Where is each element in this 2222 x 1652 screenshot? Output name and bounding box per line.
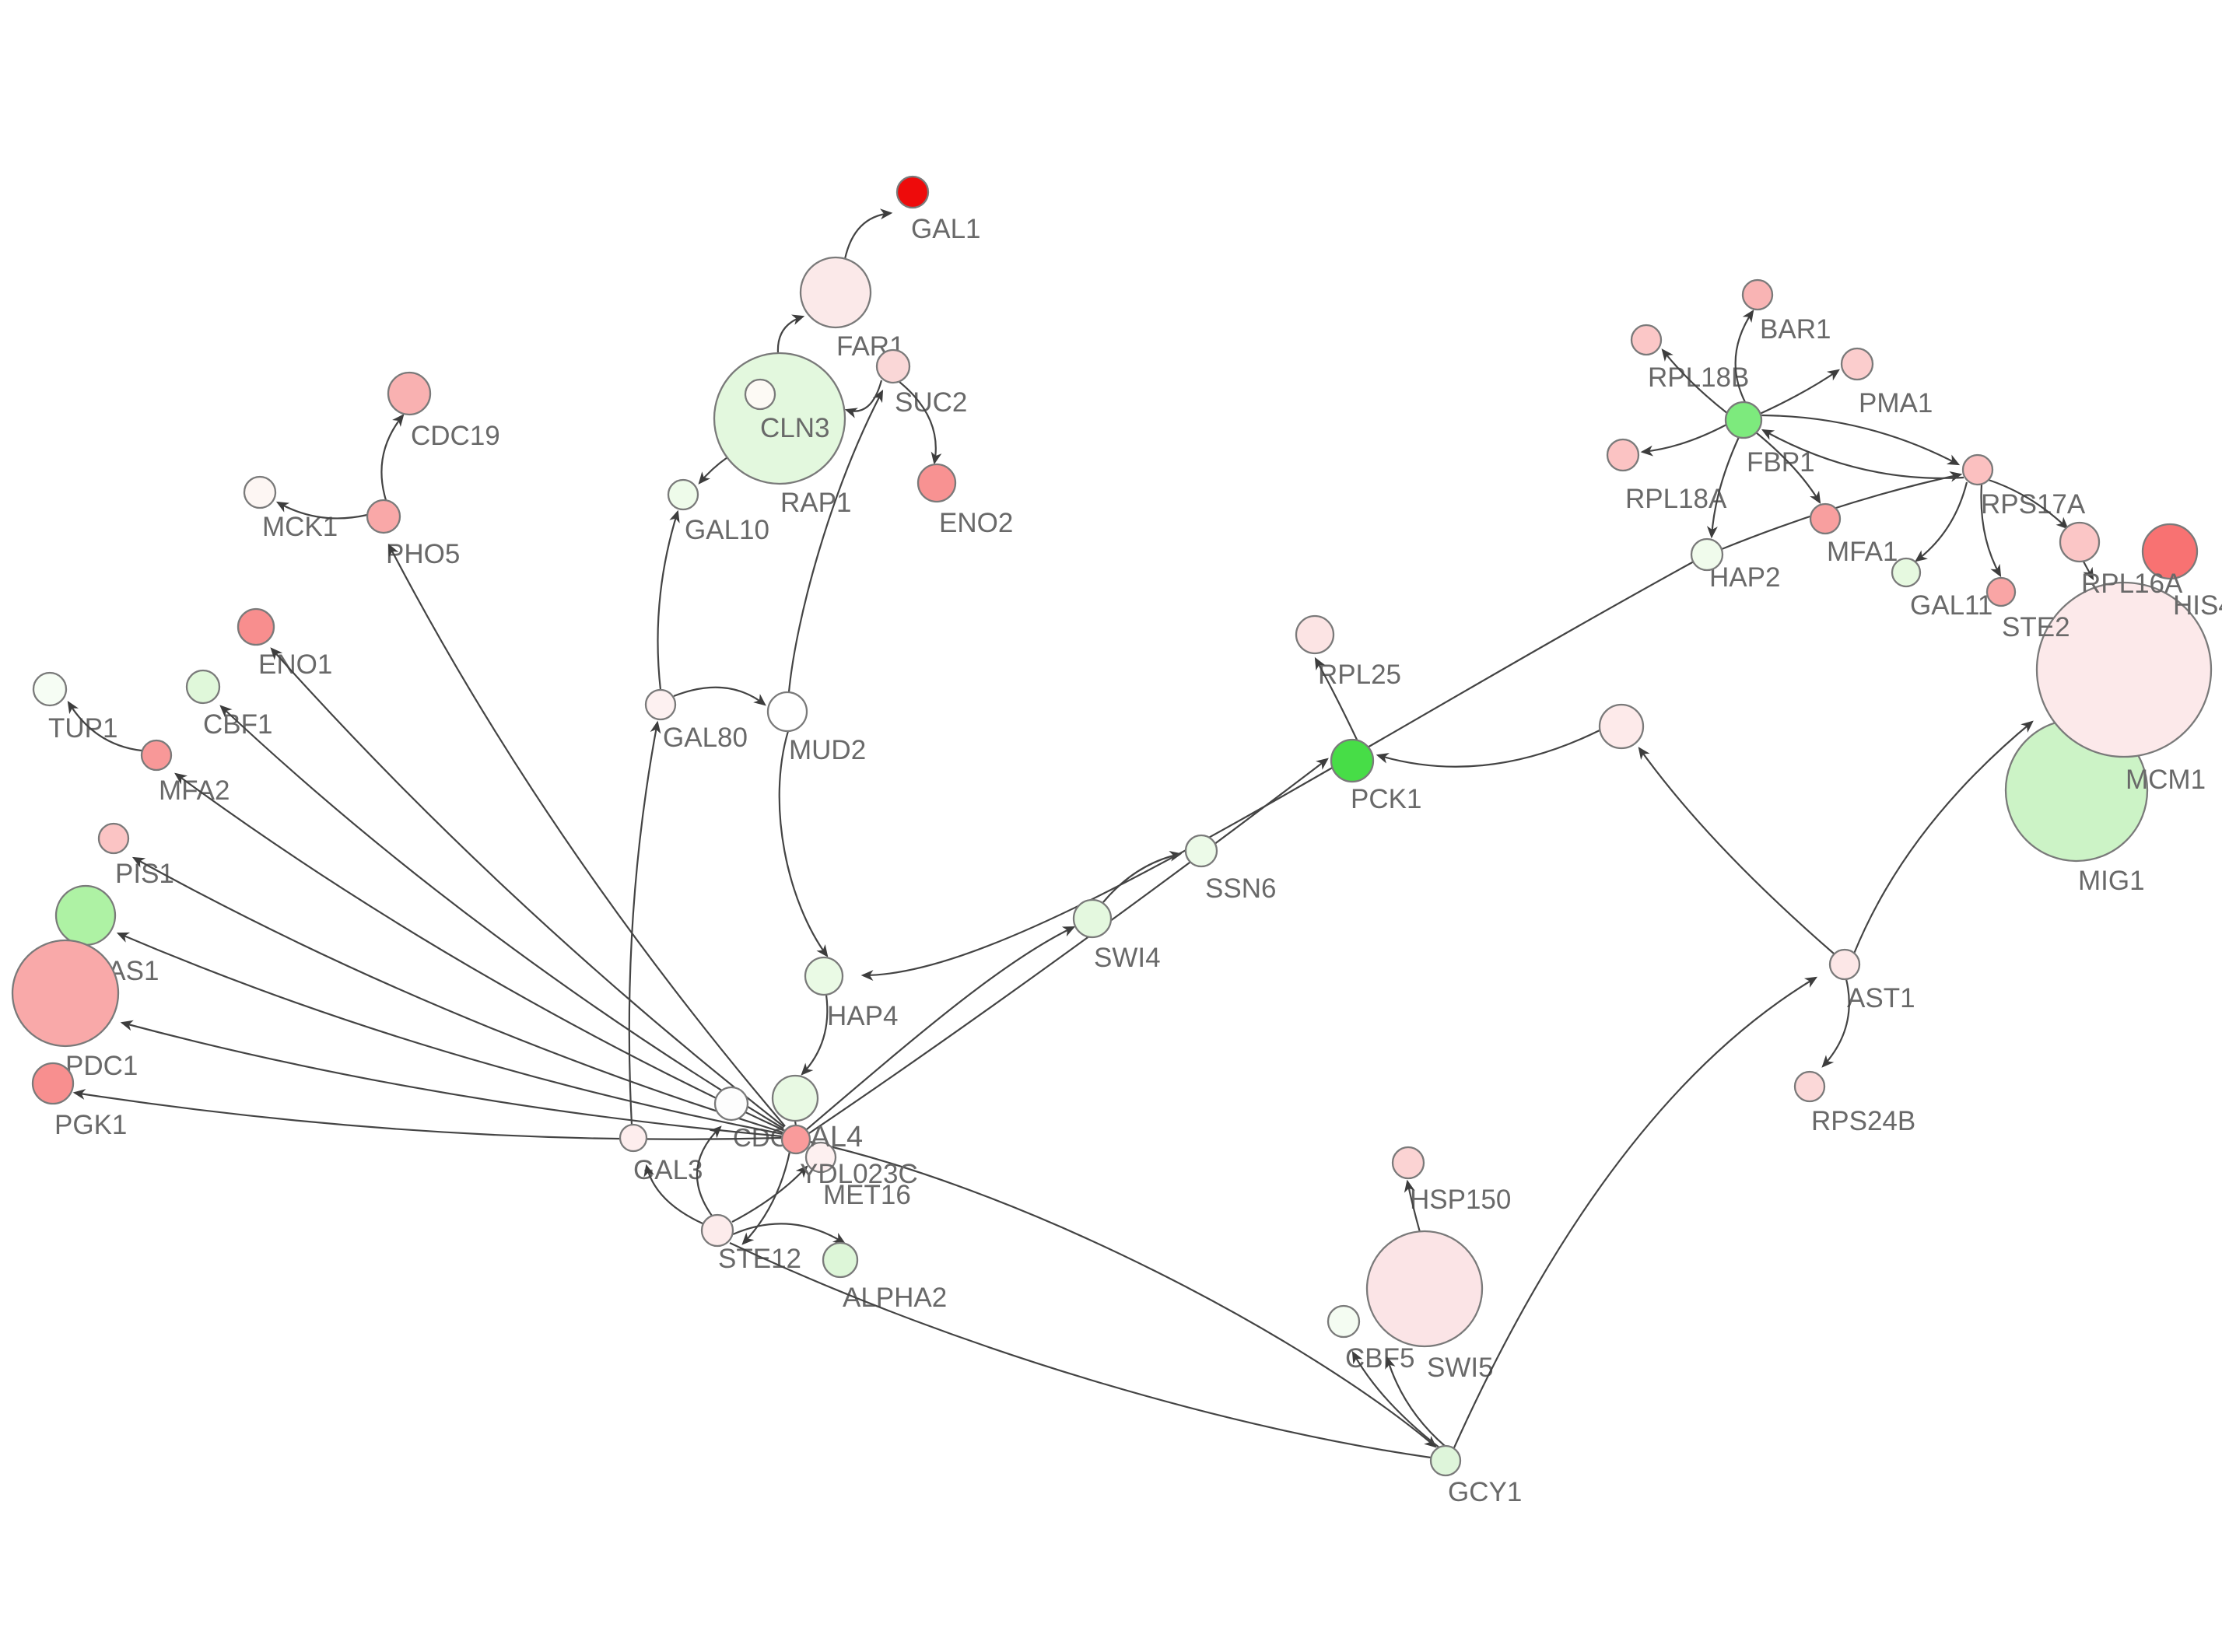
svg-text:CLN3: CLN3 <box>760 413 829 443</box>
svg-text:HAP2: HAP2 <box>1709 562 1780 593</box>
svg-text:RPS17A: RPS17A <box>1981 489 2086 520</box>
svg-text:GCY1: GCY1 <box>1448 1477 1522 1507</box>
svg-text:SWI5: SWI5 <box>1427 1353 1494 1383</box>
svg-text:RPS24B: RPS24B <box>1811 1106 1915 1136</box>
svg-text:HSP150: HSP150 <box>1410 1185 1511 1215</box>
svg-text:HIS4: HIS4 <box>2173 590 2222 621</box>
svg-text:BAR1: BAR1 <box>1760 314 1831 345</box>
svg-text:RPL16A: RPL16A <box>2081 569 2183 599</box>
svg-text:MFA1: MFA1 <box>1827 537 1898 567</box>
svg-text:MCK1: MCK1 <box>262 512 338 542</box>
svg-text:ALPHA2: ALPHA2 <box>843 1283 947 1313</box>
svg-text:FBP1: FBP1 <box>1747 447 1815 478</box>
svg-text:HAP4: HAP4 <box>827 1001 898 1031</box>
svg-text:ENO2: ENO2 <box>939 508 1013 538</box>
svg-text:RPL25: RPL25 <box>1318 660 1401 690</box>
svg-text:SWI4: SWI4 <box>1094 943 1161 973</box>
svg-text:PMA1: PMA1 <box>1859 388 1933 418</box>
svg-text:TUP1: TUP1 <box>48 713 117 744</box>
svg-text:AST1: AST1 <box>1847 983 1915 1013</box>
svg-text:RPL18A: RPL18A <box>1625 484 1727 514</box>
svg-text:PDC1: PDC1 <box>65 1051 138 1081</box>
svg-text:STE2: STE2 <box>2002 612 2070 642</box>
svg-text:GAL10: GAL10 <box>685 515 769 545</box>
svg-text:GAL80: GAL80 <box>663 723 748 753</box>
svg-text:CDC19: CDC19 <box>411 421 500 451</box>
svg-text:SUC2: SUC2 <box>895 387 967 418</box>
svg-text:YDL023C: YDL023C <box>800 1159 918 1189</box>
svg-text:PHO5: PHO5 <box>386 539 460 569</box>
svg-text:MUD2: MUD2 <box>789 735 866 765</box>
svg-text:PGK1: PGK1 <box>54 1110 127 1140</box>
svg-text:MIG1: MIG1 <box>2078 866 2145 896</box>
svg-text:GAL3: GAL3 <box>633 1155 703 1185</box>
svg-text:PCK1: PCK1 <box>1351 784 1421 814</box>
svg-text:MFA2: MFA2 <box>159 775 230 806</box>
svg-text:RAP1: RAP1 <box>780 488 851 518</box>
svg-text:CBF1: CBF1 <box>203 709 272 740</box>
svg-text:MET16: MET16 <box>823 1180 911 1210</box>
svg-text:MCM1: MCM1 <box>2126 765 2206 795</box>
svg-text:GAL1: GAL1 <box>911 214 981 244</box>
svg-text:SSN6: SSN6 <box>1205 873 1276 904</box>
svg-text:GAL11: GAL11 <box>1910 590 1992 621</box>
